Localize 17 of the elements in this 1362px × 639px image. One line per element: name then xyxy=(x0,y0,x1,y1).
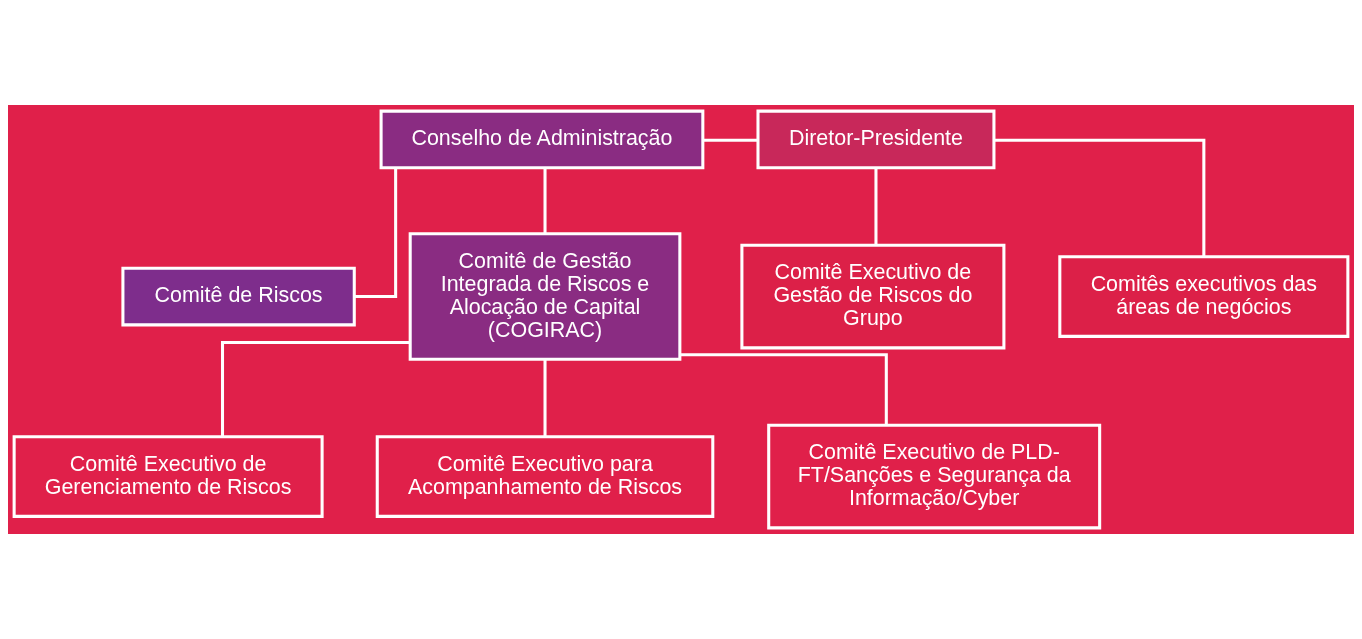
node-box: Comitê de Gestão Integrada de Riscos e Alocação de Capital (COGIRAC) xyxy=(408,232,682,361)
connector xyxy=(354,168,398,299)
node-box: Comitê de Riscos xyxy=(121,266,356,327)
connector xyxy=(543,359,547,437)
node-box: Comitê Executivo de PLD-FT/Sanções e Segurança da Informação/Cyber xyxy=(767,423,1102,530)
node-box: Comitê Executivo para Acompanhamento de Riscos xyxy=(375,435,715,518)
connector xyxy=(543,168,547,234)
node-box: Comitê Executivo de Gestão de Riscos do Grupo xyxy=(740,243,1006,350)
node-box: Conselho de Administração xyxy=(379,109,705,170)
connector xyxy=(703,138,758,142)
connector xyxy=(221,340,411,437)
node-box: Comitê Executivo de Gerenciamento de Riscos xyxy=(12,435,324,518)
connector xyxy=(679,353,888,425)
node-box: Comitês executivos das áreas de negócios xyxy=(1058,255,1350,338)
node-box: Diretor-Presidente xyxy=(756,109,996,170)
connector xyxy=(994,138,1206,257)
connector xyxy=(874,168,878,245)
